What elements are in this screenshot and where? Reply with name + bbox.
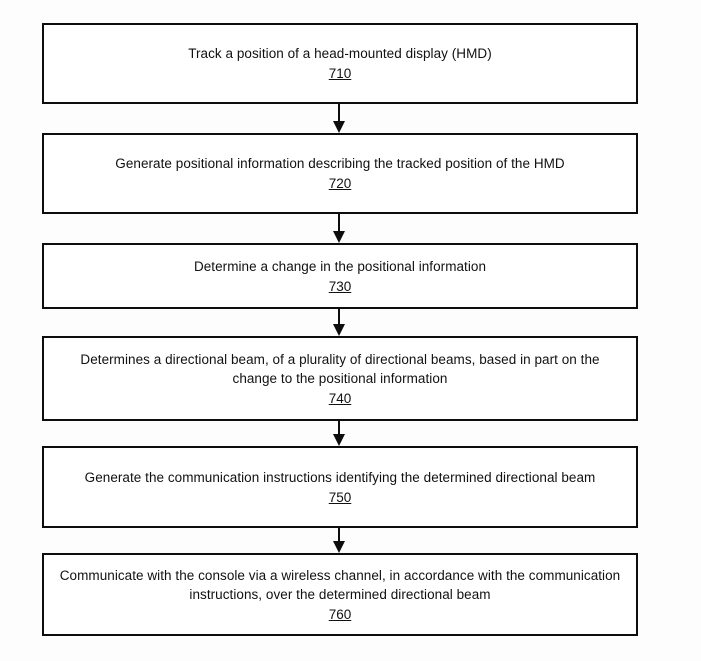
down-arrow-icon [333,214,346,243]
down-arrow-icon [333,528,346,553]
down-arrow-icon [333,309,346,336]
arrow-stem [338,528,340,542]
flowchart-step-740: Determines a directional beam, of a plur… [42,336,638,421]
flowchart-step-730: Determine a change in the positional inf… [42,243,638,309]
step-text: Track a position of a head-mounted displ… [188,46,492,61]
arrow-stem [338,421,340,435]
step-text: Generate positional information describi… [115,156,565,171]
down-arrow-icon [333,421,346,446]
arrow-head [333,541,345,553]
step-text: Generate the communication instructions … [84,469,596,485]
step-number: 760 [328,606,352,622]
step-text: Determine a change in the positional inf… [193,258,487,274]
arrow-stem [338,309,340,325]
step-text: Determines a directional beam, of a plur… [80,351,600,386]
flowchart-step-710: Track a position of a head-mounted displ… [42,23,638,104]
flowchart-step-720: Generate positional information describi… [42,133,638,214]
arrow-head [333,324,345,336]
arrow-head [333,121,345,133]
step-number: 710 [328,66,352,81]
arrow-stem [338,214,340,232]
arrow-head [333,231,345,243]
step-number: 750 [328,489,352,505]
arrow-head [333,434,345,446]
flowchart-step-750: Generate the communication instructions … [42,446,638,528]
arrow-stem [338,104,340,122]
step-number: 740 [328,390,352,406]
step-number: 730 [328,278,352,294]
step-number: 720 [328,176,352,191]
step-text: Communicate with the console via a wirel… [59,567,621,602]
down-arrow-icon [333,104,346,133]
flowchart-step-760: Communicate with the console via a wirel… [42,553,638,636]
